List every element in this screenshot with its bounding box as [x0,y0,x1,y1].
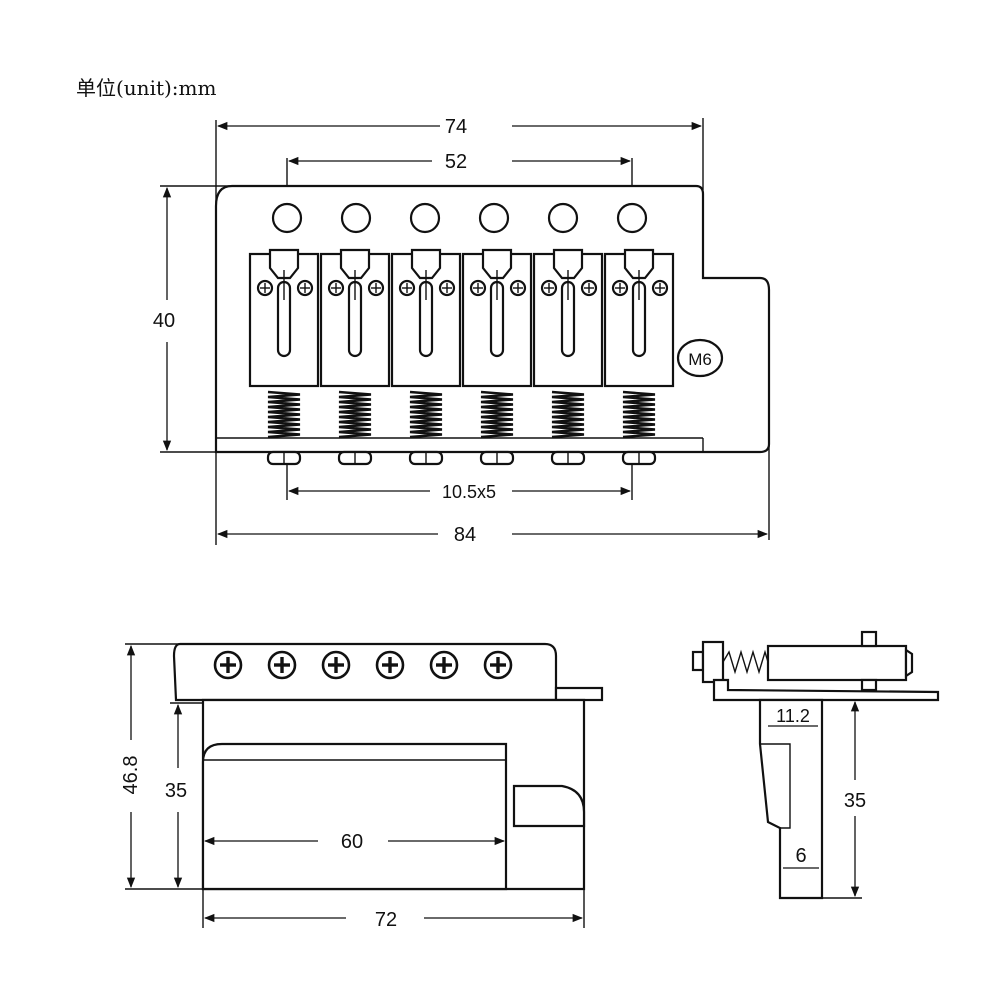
side-screw-head [691,650,705,672]
saddle-height-screw [623,248,655,280]
front-plate-tab [554,686,604,702]
dim-label-84: 84 [454,524,476,546]
dim-label-11-2: 11.2 [776,706,810,726]
saddle-height-screw [410,248,442,280]
saddle-height-screw [552,248,584,280]
dim-label-74: 74 [445,116,467,138]
side-saddle-screw-bottom [860,678,878,692]
front-screw [483,650,513,680]
saddle-height-screw [481,248,513,280]
saddle [461,248,533,466]
front-screw [213,650,243,680]
dim-label-72: 72 [375,909,397,931]
saddle-spring [338,390,372,439]
string-hole [547,202,579,234]
m6-circle [676,338,724,378]
side-saddle-tip [904,647,914,679]
unit-label: 单位(unit):mm [76,76,217,100]
side-screw-body [701,640,725,684]
dim-label-saddle-spacing: 10.5x5 [442,482,496,502]
saddle [390,248,462,466]
front-screws [213,650,513,680]
side-saddle-screw-top [860,630,878,648]
saddle [248,248,320,466]
saddle-height-screw [339,248,371,280]
dim-label-52: 52 [445,151,467,173]
dim-label-60: 60 [341,831,363,853]
side-view: 11.2 35 6 [691,630,940,900]
front-view: 46.8 35 60 72 [120,642,604,931]
saddle-spring [551,390,585,439]
saddles [248,248,675,466]
saddle-spring [409,390,443,439]
dim-label-46-8: 46.8 [120,756,142,795]
dim-label-35-front: 35 [165,780,187,802]
side-saddle [766,644,908,682]
front-screw [321,650,351,680]
side-block [758,698,824,900]
top-view: 74 52 40 M6 10.5x5 84 [153,116,771,546]
string-hole [409,202,441,234]
saddle-spring [480,390,514,439]
saddle-height-screw [268,248,300,280]
string-hole [271,202,303,234]
saddle-spring [267,390,301,439]
saddle [319,248,391,466]
dim-label-6: 6 [795,845,806,867]
tremolo-block-step [512,784,586,828]
string-hole [616,202,648,234]
m6-label: M6 [688,350,712,369]
string-holes [271,202,648,234]
front-screw [429,650,459,680]
saddle-spring [622,390,656,439]
string-hole [478,202,510,234]
dim-label-35-side: 35 [844,790,866,812]
dim-label-40: 40 [153,310,175,332]
tremolo-block-front [201,742,508,891]
side-block-inner [760,743,791,829]
front-screw [267,650,297,680]
string-hole [340,202,372,234]
front-screw [375,650,405,680]
side-baseplate [712,678,940,702]
saddle [532,248,604,466]
saddle [603,248,675,466]
